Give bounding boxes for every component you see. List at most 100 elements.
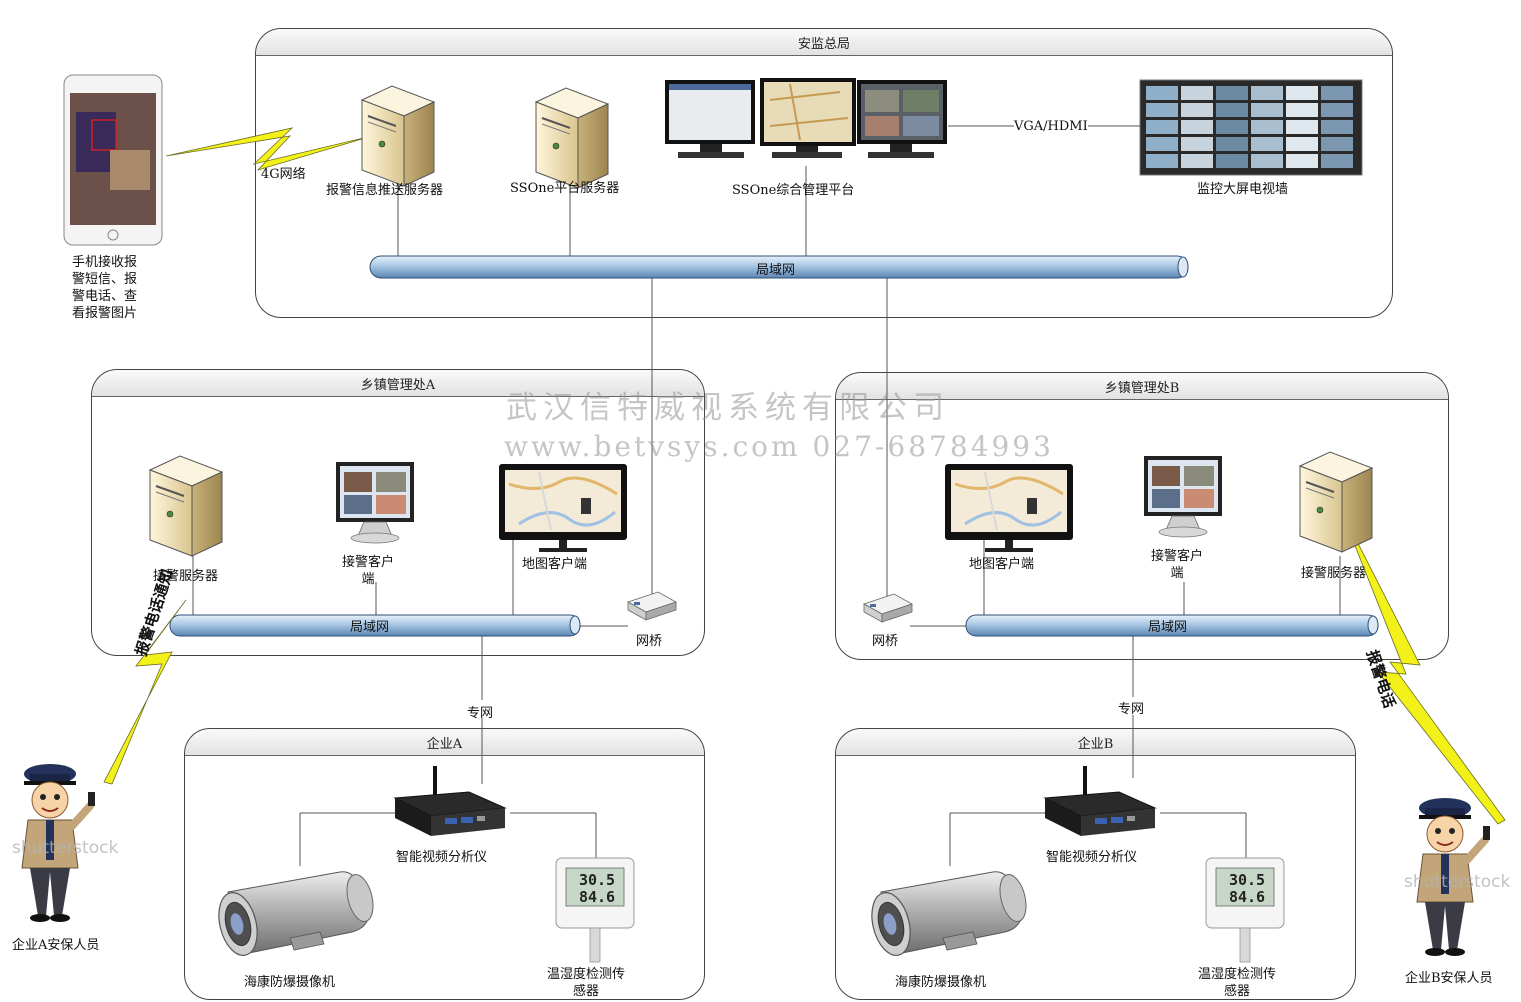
guard-b-label: 企业B安保人员 — [1405, 971, 1493, 986]
ent-a-analyzer-icon — [393, 764, 507, 838]
video-wall-label: 监控大屏电视墙 — [1197, 182, 1289, 197]
ent-b-analyzer-icon — [1043, 764, 1157, 838]
ent-a-sensor-humidity: 84.6 — [579, 888, 615, 906]
town-a-alarm-client-icon — [335, 461, 415, 544]
ent-b-sensor-humidity: 84.6 — [1229, 888, 1265, 906]
mobile-phone-icon — [63, 74, 163, 246]
ent-b-analyzer-label: 智能视频分析仪 — [1046, 850, 1138, 865]
town-a-server-label: 接警服务器 — [153, 569, 219, 584]
ent-a-camera-label: 海康防爆摄像机 — [244, 975, 336, 990]
town-a-alarm-client-label: 接警客户 端 — [342, 555, 395, 587]
video-wall-screen — [1216, 154, 1248, 168]
ssone-monitors-icon — [665, 78, 947, 158]
video-wall-screen — [1216, 103, 1248, 117]
video-wall-screen — [1251, 137, 1283, 151]
guard-a-label: 企业A安保人员 — [12, 938, 100, 953]
watermark-contact: www.betvsys.com 027-68784993 — [504, 430, 1054, 463]
group-hq-header — [256, 29, 1392, 56]
town-a-map-client-label: 地图客户端 — [522, 557, 588, 572]
group-town-a-title: 乡镇管理处A — [360, 378, 436, 393]
group-town-a: 乡镇管理处A — [91, 369, 705, 656]
video-wall-screen — [1181, 137, 1213, 151]
hq-lan-tube — [369, 255, 1189, 279]
watermark-stock-a: shutterstock — [12, 838, 119, 858]
video-wall-screen — [1286, 120, 1318, 134]
group-enterprise-a-title: 企业A — [426, 737, 463, 752]
town-b-lan-tube — [965, 614, 1379, 637]
town-a-private-net-label: 专网 — [467, 706, 494, 721]
town-a-bridge-icon — [627, 591, 677, 621]
group-hq-title: 安监总局 — [797, 37, 850, 52]
phone-caption: 手机接收报 警短信、报 警电话、查 看报警图片 — [72, 255, 138, 321]
town-b-alarm-client-icon — [1143, 455, 1223, 538]
video-wall-screen — [1321, 86, 1353, 100]
video-wall-screen — [1146, 154, 1178, 168]
group-enterprise-b-title: 企业B — [1077, 737, 1114, 752]
group-enterprise-a: 企业A — [184, 728, 705, 1000]
video-wall-screen — [1216, 137, 1248, 151]
town-b-bridge-label: 网桥 — [872, 634, 899, 649]
town-a-map-client-icon — [497, 462, 629, 554]
video-wall-screen — [1321, 103, 1353, 117]
group-enterprise-b: 企业B — [835, 728, 1356, 1000]
ent-a-analyzer-label: 智能视频分析仪 — [396, 850, 488, 865]
ent-a-sensor-temp: 30.5 — [579, 871, 615, 889]
wireless-bolt-town-a — [103, 599, 187, 785]
video-wall-screen — [1251, 120, 1283, 134]
town-a-server-icon — [149, 455, 223, 557]
alarm-push-server-icon — [361, 85, 435, 187]
video-wall-screen — [1181, 120, 1213, 134]
group-town-a-header — [92, 370, 704, 397]
net-4g-label: 4G网络 — [261, 167, 306, 182]
group-hq: 安监总局 — [255, 28, 1393, 318]
watermark-stock-b: shutterstock — [1404, 872, 1511, 892]
video-wall-screen — [1321, 137, 1353, 151]
ent-a-sensor-label: 温湿度检测传 感器 — [547, 967, 626, 999]
video-wall-screen — [1321, 154, 1353, 168]
town-b-private-net-label: 专网 — [1118, 702, 1145, 717]
town-b-server-icon — [1299, 451, 1373, 553]
ent-b-camera-label: 海康防爆摄像机 — [895, 975, 987, 990]
town-b-server-label: 接警服务器 — [1301, 566, 1367, 581]
town-b-map-client-label: 地图客户端 — [969, 557, 1035, 572]
ent-b-sensor-label: 温湿度检测传 感器 — [1198, 967, 1277, 999]
group-enterprise-b-header — [836, 729, 1355, 756]
watermark-company: 武汉信特威视系统有限公司 — [506, 390, 950, 426]
wireless-bolt-town-b — [1339, 507, 1506, 825]
town-a-lan-label: 局域网 — [350, 620, 390, 635]
video-wall-screen — [1286, 86, 1318, 100]
video-wall-screen — [1181, 103, 1213, 117]
video-wall-screen — [1146, 137, 1178, 151]
video-wall-screen — [1286, 154, 1318, 168]
video-wall-screen — [1251, 103, 1283, 117]
town-b-bridge-icon — [863, 593, 913, 623]
ent-a-camera-icon — [212, 871, 379, 961]
group-town-b-title: 乡镇管理处B — [1104, 381, 1180, 396]
video-wall-screen — [1146, 120, 1178, 134]
video-wall-screen — [1286, 103, 1318, 117]
town-a-lan-tube — [169, 614, 581, 637]
hq-lan-label: 局域网 — [756, 263, 796, 278]
video-wall-screen — [1251, 86, 1283, 100]
video-wall-screen — [1181, 86, 1213, 100]
video-wall-screen — [1251, 154, 1283, 168]
ent-b-camera-icon — [865, 871, 1032, 961]
video-wall-screen — [1286, 137, 1318, 151]
town-a-bridge-label: 网桥 — [636, 634, 663, 649]
town-b-map-client-icon — [943, 462, 1075, 554]
video-wall-icon — [1139, 79, 1363, 176]
ent-b-sensor-temp: 30.5 — [1229, 871, 1265, 889]
ssone-platform-label: SSOne综合管理平台 — [732, 183, 855, 198]
group-town-b-header — [836, 373, 1448, 400]
town-b-lan-label: 局域网 — [1148, 620, 1188, 635]
group-town-b: 乡镇管理处B — [835, 372, 1449, 660]
group-enterprise-a-header — [185, 729, 704, 756]
ssone-server-icon — [535, 87, 609, 189]
vga-hdmi-label: VGA/HDMI — [1014, 119, 1088, 134]
video-wall-screen — [1216, 120, 1248, 134]
town-b-alarm-client-label: 接警客户 端 — [1151, 549, 1204, 581]
video-wall-screen — [1146, 103, 1178, 117]
ssone-server-label: SSOne平台服务器 — [510, 181, 620, 196]
